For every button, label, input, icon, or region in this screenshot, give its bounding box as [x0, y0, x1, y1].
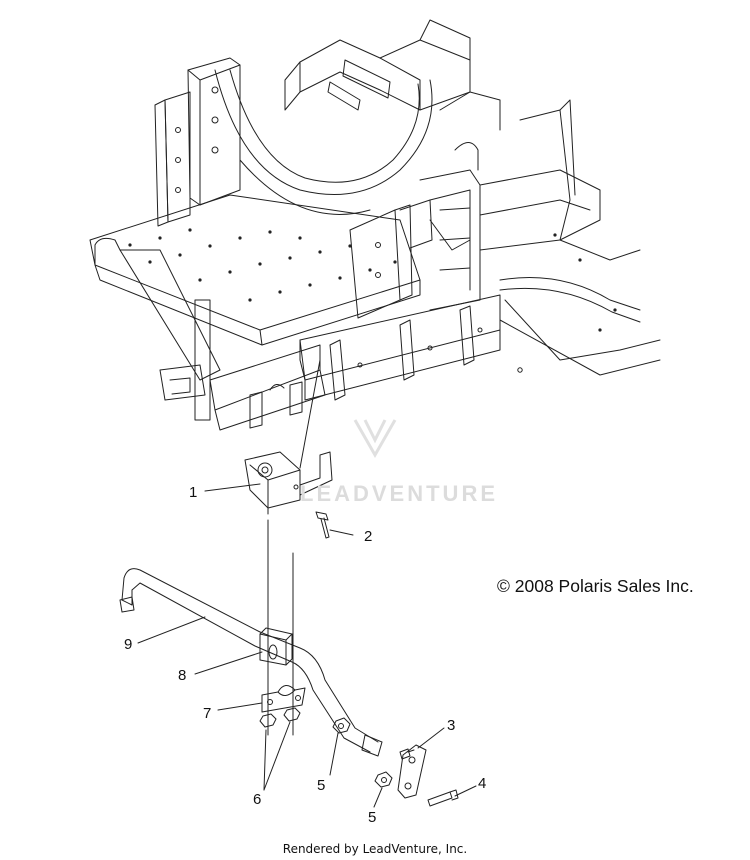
rivet-fastener: [315, 511, 330, 539]
callout-leaders: [137, 483, 477, 808]
bushing: [259, 627, 293, 666]
watermark-logo: [353, 419, 397, 459]
callout-5-upper: 5: [317, 777, 326, 794]
bracket-leader-line: [299, 359, 321, 469]
clamp-bracket: [261, 685, 306, 713]
callout-9: 9: [124, 636, 133, 653]
callout-2: 2: [364, 528, 373, 545]
callout-8: 8: [178, 667, 187, 684]
vehicle-frame: [89, 19, 661, 431]
watermark-text: LEADVENTURE: [300, 481, 499, 506]
copyright-notice: © 2008 Polaris Sales Inc.: [497, 576, 694, 596]
callout-5-lower: 5: [368, 809, 377, 826]
hex-nuts: [259, 707, 301, 728]
lock-nuts: [332, 717, 393, 788]
callout-1: 1: [189, 484, 198, 501]
callout-7: 7: [203, 705, 212, 722]
stabilizer-link: [397, 744, 427, 799]
callout-3: 3: [447, 717, 456, 734]
callout-6: 6: [253, 791, 262, 808]
stabilizer-bracket: [244, 451, 333, 515]
link-bolt: [427, 789, 459, 807]
stabilizer-bar: [119, 568, 383, 757]
footer-credit: Rendered by LeadVenture, Inc.: [282, 842, 468, 856]
callout-4: 4: [478, 775, 487, 792]
